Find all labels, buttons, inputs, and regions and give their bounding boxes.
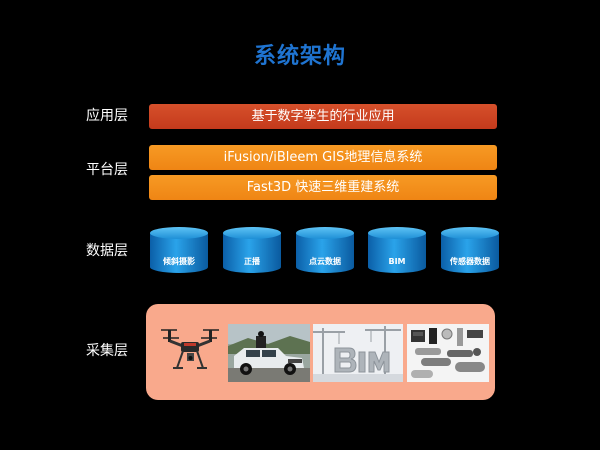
data-item-label: BIM <box>388 257 406 266</box>
bim-crane-image <box>313 324 403 382</box>
application-bar: 基于数字孪生的行业应用 <box>149 104 497 129</box>
data-cylinder-sensor: 传感器数据 <box>440 226 500 274</box>
platform-bar-gis: iFusion/iBleem GIS地理信息系统 <box>149 145 497 170</box>
data-item-label: 点云数据 <box>309 257 341 266</box>
database-cylinder-icon <box>368 227 426 273</box>
drone-image <box>159 324 221 382</box>
database-cylinder-icon <box>441 227 499 273</box>
layer-label-application: 应用层 <box>86 108 128 124</box>
data-cylinder-orthophoto: 正播 <box>222 226 282 274</box>
platform-bar-fast3d: Fast3D 快速三维重建系统 <box>149 175 497 200</box>
database-cylinder-icon <box>223 227 281 273</box>
survey-vehicle-image <box>228 324 310 382</box>
database-cylinder-icon <box>150 227 208 273</box>
data-cylinder-oblique: 倾斜摄影 <box>149 226 209 274</box>
data-cylinder-bim: BIM <box>367 226 427 274</box>
data-cylinder-pointcloud: 点云数据 <box>295 226 355 274</box>
layer-label-platform: 平台层 <box>86 162 128 178</box>
sensors-image <box>407 324 489 382</box>
data-item-label: 倾斜摄影 <box>163 257 195 266</box>
database-cylinder-icon <box>296 227 354 273</box>
data-item-label: 传感器数据 <box>450 257 490 266</box>
layer-label-data: 数据层 <box>86 243 128 259</box>
data-item-label: 正播 <box>244 257 260 266</box>
diagram-title: 系统架构 <box>253 44 346 69</box>
layer-label-collection: 采集层 <box>86 343 128 359</box>
